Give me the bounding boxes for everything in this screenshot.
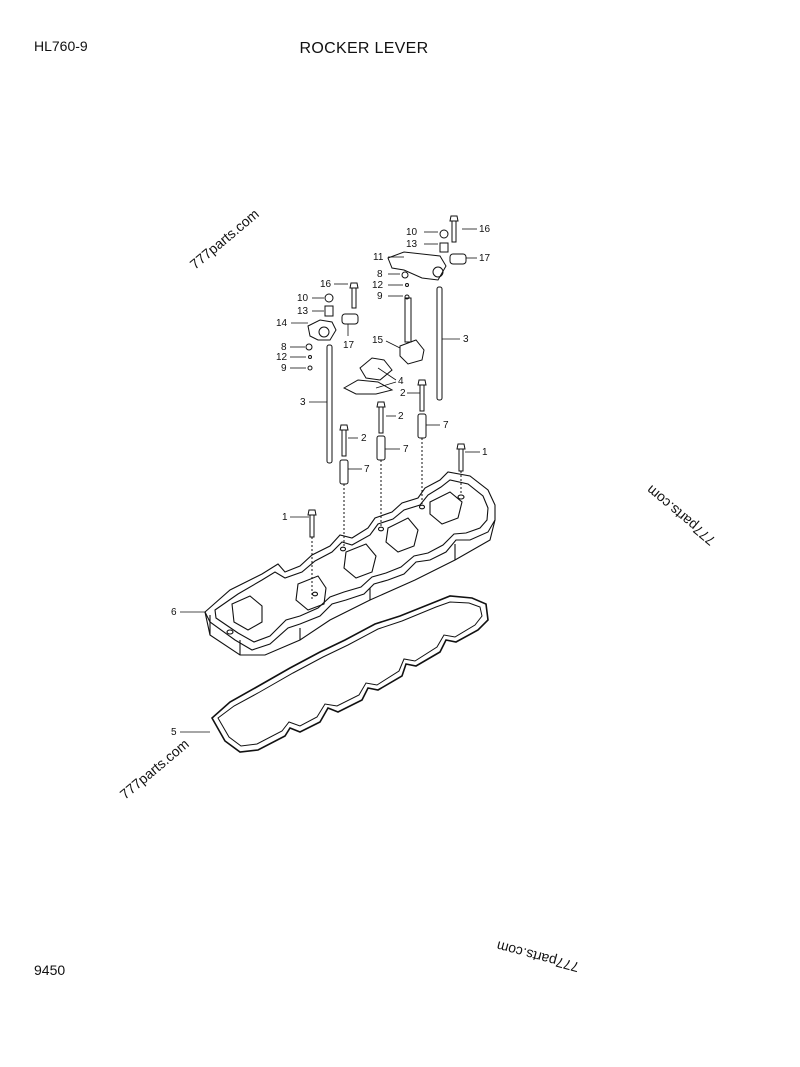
bolt: [376, 401, 386, 434]
callout-11: 11: [373, 252, 384, 263]
nut: [324, 293, 334, 303]
adjusting-screw: [324, 305, 334, 317]
callout-9: 9: [281, 363, 287, 374]
callout-3: 3: [300, 397, 306, 408]
bolt: [349, 282, 359, 309]
cover-bolt-left: [307, 509, 317, 600]
washer: [305, 343, 313, 351]
watermark: 777parts.com: [643, 482, 718, 549]
callout-9: 9: [377, 291, 383, 302]
callout-8: 8: [377, 269, 383, 280]
bolt: [339, 424, 349, 457]
callout-7: 7: [403, 444, 409, 455]
rocker-shaft-left: [341, 313, 359, 325]
callout-17: 17: [479, 253, 491, 264]
callout-6: 6: [171, 607, 177, 618]
watermark: 777parts.com: [117, 736, 192, 803]
rocker-lever-right: [387, 251, 447, 281]
gasket: [210, 595, 489, 753]
callout-12: 12: [372, 280, 384, 291]
callout-10: 10: [406, 227, 418, 238]
callout-1: 1: [482, 447, 488, 458]
cover-bolt-right: [456, 443, 466, 494]
callout-2: 2: [398, 411, 404, 422]
plate: [359, 357, 393, 381]
callout-7: 7: [443, 420, 449, 431]
callout-4: 4: [398, 376, 404, 387]
bolt: [449, 215, 459, 243]
callout-3: 3: [463, 334, 469, 345]
rocker-shaft-right: [449, 253, 467, 265]
leader-lines: [180, 228, 480, 733]
watermark: 777parts.com: [495, 938, 581, 975]
callout-8: 8: [281, 342, 287, 353]
callout-labels: 16 13 10 11 17 8 12 9 16 10 13 14 17 8 1…: [171, 224, 491, 738]
nut: [439, 229, 449, 239]
push-rod-left: [326, 344, 333, 464]
sleeve: [417, 413, 427, 439]
rocker-lever-left: [307, 319, 337, 341]
callout-13: 13: [406, 239, 418, 250]
callout-16: 16: [320, 279, 332, 290]
callout-2: 2: [361, 433, 367, 444]
callout-16: 16: [479, 224, 491, 235]
watermark: 777parts.com: [187, 206, 262, 273]
bolt: [417, 379, 427, 412]
cap: [404, 294, 410, 300]
ball: [308, 355, 312, 359]
page-number: 9450: [34, 962, 66, 978]
callout-13: 13: [297, 306, 309, 317]
rocker-support: [399, 297, 425, 365]
plate: [342, 379, 394, 395]
cap: [307, 365, 313, 371]
callout-2: 2: [400, 388, 406, 399]
washer: [401, 271, 409, 279]
callout-1: 1: [282, 512, 288, 523]
adjusting-screw: [439, 242, 449, 253]
sleeve: [339, 459, 349, 485]
callout-5: 5: [171, 727, 177, 738]
model-code: HL760-9: [34, 38, 88, 54]
callout-10: 10: [297, 293, 309, 304]
callout-17: 17: [343, 340, 355, 351]
callout-7: 7: [364, 464, 370, 475]
callout-14: 14: [276, 318, 288, 329]
page-title: ROCKER LEVER: [299, 40, 429, 57]
rocker-cover: [204, 471, 496, 656]
callout-12: 12: [276, 352, 288, 363]
push-rod-right: [436, 286, 443, 401]
callout-15: 15: [372, 335, 384, 346]
ball: [405, 283, 409, 287]
sleeve: [376, 435, 386, 461]
